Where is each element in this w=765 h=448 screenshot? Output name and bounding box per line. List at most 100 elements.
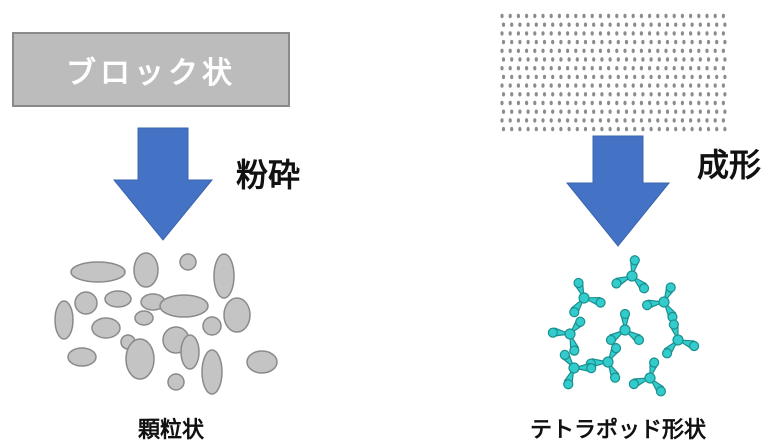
dot xyxy=(557,100,562,106)
dot xyxy=(566,31,570,36)
dot xyxy=(657,126,661,132)
dot xyxy=(615,66,619,71)
dot xyxy=(721,66,726,71)
dot xyxy=(500,100,504,106)
dot xyxy=(575,57,579,62)
tetrapod xyxy=(559,271,607,319)
dot xyxy=(583,92,588,97)
dot xyxy=(526,109,530,114)
dot xyxy=(508,118,512,123)
form-arrow xyxy=(565,135,671,247)
dot xyxy=(582,13,586,19)
dot xyxy=(525,100,529,106)
dot xyxy=(690,74,694,80)
dot xyxy=(656,31,660,36)
granule xyxy=(223,297,251,333)
dot xyxy=(680,13,685,19)
dot xyxy=(501,126,506,132)
dot xyxy=(641,74,645,80)
dot xyxy=(715,92,719,97)
dot xyxy=(516,48,521,53)
dot xyxy=(616,22,620,27)
dot xyxy=(674,74,678,80)
dot xyxy=(533,118,537,123)
dot xyxy=(566,100,570,106)
dot xyxy=(608,22,612,27)
dot xyxy=(607,100,611,106)
dot xyxy=(607,118,611,123)
dot xyxy=(590,48,594,53)
dot xyxy=(616,92,620,97)
dot xyxy=(705,31,709,36)
dot xyxy=(501,74,506,80)
granules xyxy=(54,252,278,395)
dot xyxy=(575,92,579,97)
dot xyxy=(557,66,562,71)
dot xyxy=(600,74,604,80)
dot xyxy=(680,48,685,53)
dot xyxy=(639,31,644,36)
dot xyxy=(559,39,563,45)
dot xyxy=(518,92,522,97)
block-shape-box: ブロック状 xyxy=(12,32,290,107)
dot xyxy=(674,57,678,62)
dot xyxy=(592,74,596,80)
dot xyxy=(689,100,693,106)
dot xyxy=(690,22,694,27)
dot xyxy=(657,74,661,80)
dot xyxy=(534,92,538,97)
dot xyxy=(682,92,686,97)
dot xyxy=(566,13,570,19)
dot xyxy=(592,126,596,132)
dot xyxy=(508,83,512,88)
dot xyxy=(592,57,596,62)
dot xyxy=(631,100,635,106)
dot xyxy=(715,109,719,114)
dot xyxy=(623,118,627,123)
dot xyxy=(510,109,514,114)
dot xyxy=(549,100,553,106)
dot xyxy=(551,57,555,62)
dot xyxy=(525,31,529,36)
dot xyxy=(598,66,603,71)
dot xyxy=(698,126,702,132)
dot xyxy=(574,83,578,88)
dot xyxy=(665,39,670,45)
dot xyxy=(574,100,578,106)
dot xyxy=(639,48,644,53)
dot xyxy=(600,92,604,97)
tetrapod xyxy=(605,308,645,346)
dot xyxy=(575,39,579,45)
dot xyxy=(559,74,563,80)
dot xyxy=(715,57,719,62)
dot xyxy=(533,66,537,71)
dot xyxy=(566,66,570,71)
dot xyxy=(559,22,563,27)
dot xyxy=(510,126,514,132)
dot xyxy=(706,57,711,62)
dot xyxy=(672,31,676,36)
dot xyxy=(674,39,678,45)
dot xyxy=(615,13,619,19)
dot xyxy=(672,83,676,88)
dot xyxy=(574,31,578,36)
dot xyxy=(631,31,635,36)
dot xyxy=(648,100,652,106)
dot xyxy=(715,39,719,45)
granule xyxy=(133,252,159,288)
dot xyxy=(616,109,620,114)
dot xyxy=(665,74,670,80)
dot xyxy=(713,118,717,123)
dot xyxy=(501,92,506,97)
dot xyxy=(590,66,594,71)
dot xyxy=(641,39,645,45)
granule xyxy=(125,338,155,380)
block-shape-label: ブロック状 xyxy=(66,55,236,91)
dot xyxy=(657,92,661,97)
dot xyxy=(665,126,670,132)
dot xyxy=(715,126,719,132)
dot xyxy=(713,48,717,53)
dot xyxy=(723,92,727,97)
dot xyxy=(623,13,627,19)
dot xyxy=(574,118,578,123)
